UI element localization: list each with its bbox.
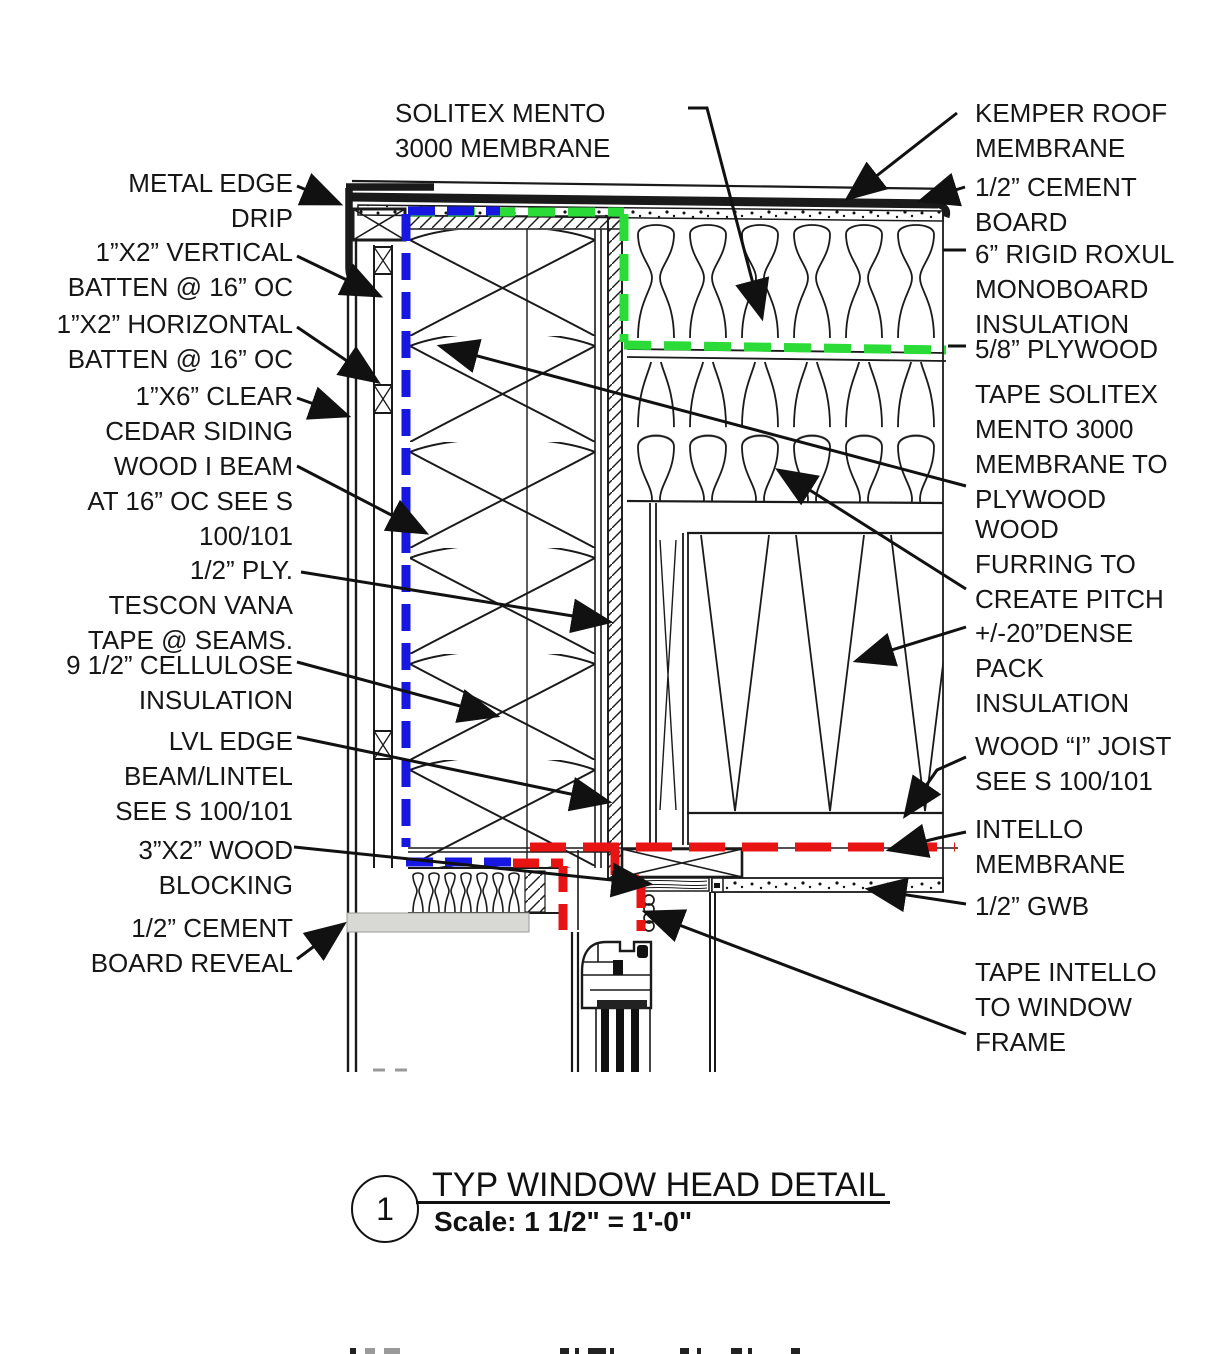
leader-reveal: [296, 921, 347, 962]
label-cement-board-reveal: 1/2” CEMENT BOARD REVEAL: [90, 913, 293, 978]
leader-kemper: [844, 111, 958, 202]
window-frame: [373, 932, 653, 1072]
kemper-membrane-line: [349, 192, 939, 209]
leader-cedar: [296, 386, 352, 420]
label-intello-membrane: INTELLO MEMBRANE: [975, 814, 1126, 879]
label-plywood-58: 5/8” PLYWOOD: [975, 334, 1159, 364]
leader-solitex: [688, 106, 770, 322]
roxul-insulation-lower: [630, 362, 943, 502]
label-horizontal-batten: 1”X2” HORIZONTAL BATTEN @ 16” OC: [56, 309, 293, 374]
leader-3x2-blocking: [293, 845, 654, 898]
leader-cement-board: [916, 172, 966, 207]
blocking-batt-insulation: [410, 871, 523, 912]
detail-scale: Scale: 1 1/2" = 1'-0": [434, 1206, 693, 1237]
interior-jamb-lines: [709, 892, 716, 1072]
leader-tape-solitex: [436, 338, 967, 488]
label-metal-edge-drip: METAL EDGE DRIP: [128, 168, 293, 233]
leader-gwb: [864, 877, 967, 913]
label-wood-i-beam: WOOD I BEAM AT 16” OC SEE S 100/101: [87, 451, 293, 551]
leader-metal-edge: [296, 172, 344, 206]
label-cedar-siding: 1”X6” CLEAR CEDAR SIDING: [105, 381, 293, 446]
label-vertical-batten: 1”X2” VERTICAL BATTEN @ 16” OC: [67, 237, 293, 302]
leader-lvl: [296, 735, 613, 812]
label-rigid-roxul: 6” RIGID ROXUL MONOBOARD INSULATION: [975, 239, 1175, 339]
batten-cavity-lines: [373, 245, 393, 868]
batten-block-2: [373, 384, 393, 414]
gwb-strip: [711, 877, 944, 893]
label-tape-solitex: TAPE SOLITEX MENTO 3000 MEMBRANE TO PLYW…: [975, 379, 1168, 514]
leader-horizontal-batten: [296, 325, 381, 384]
leader-furring: [775, 468, 967, 591]
label-wood-furring: WOOD FURRING TO CREATE PITCH: [975, 514, 1164, 614]
roxul-insulation-upper: [630, 218, 943, 338]
triple-glazing: [601, 1009, 639, 1072]
detail-title: TYP WINDOW HEAD DETAIL: [432, 1166, 887, 1204]
i-joist-webs: [649, 503, 689, 845]
wall-top-plywood: [404, 215, 626, 230]
leader-dense-pack: [852, 625, 967, 667]
wall-assembly: [346, 215, 626, 1072]
detail-number-bubble: 1: [351, 1175, 419, 1243]
label-wood-blocking: 3”X2” WOOD BLOCKING: [138, 835, 293, 900]
head-trim-wood: [642, 877, 710, 892]
leader-lines: [293, 106, 967, 1036]
leader-i-joist: [903, 755, 967, 819]
glazing-gasket: [597, 1000, 647, 1009]
cement-board-reveal-bar: [346, 912, 530, 933]
window-head-zone: [346, 847, 944, 1072]
dense-pack-insulation: [689, 535, 943, 813]
cellulose-insulation: [410, 230, 595, 868]
label-cement-board: 1/2” CEMENT BOARD: [975, 172, 1137, 237]
batten-block-1: [373, 246, 393, 275]
leader-intello: [885, 823, 967, 858]
lvl-blocking: [620, 847, 744, 879]
label-cellulose: 9 1/2” CELLULOSE INSULATION: [66, 650, 293, 715]
leader-tape-intello: [641, 909, 967, 1036]
title-underline: [416, 1201, 890, 1204]
label-dense-pack: +/-20”DENSE PACK INSULATION: [975, 618, 1134, 718]
label-gwb: 1/2” GWB: [975, 891, 1090, 921]
leader-vertical-batten: [296, 254, 384, 298]
label-ply-tescon: 1/2” PLY. TESCON VANA TAPE @ SEAMS.: [87, 555, 293, 655]
leader-wood-i-beam: [296, 464, 430, 535]
detail-number: 1: [376, 1190, 394, 1227]
label-kemper-roof: KEMPER ROOF MEMBRANE: [975, 98, 1168, 163]
solitex-green-line: [408, 207, 947, 355]
label-wood-i-joist: WOOD “I” JOIST SEE S 100/101: [975, 731, 1172, 796]
leader-cellulose: [296, 660, 501, 723]
roof-assembly: [345, 179, 959, 535]
label-lvl-edge-beam: LVL EDGE BEAM/LINTEL SEE S 100/101: [115, 726, 293, 826]
joist-zone: [408, 206, 958, 892]
label-solitex-mento: SOLITEX MENTO 3000 MEMBRANE: [395, 98, 611, 163]
leader-half-ply: [300, 570, 614, 634]
label-tape-intello: TAPE INTELLO TO WINDOW FRAME: [975, 957, 1157, 1057]
